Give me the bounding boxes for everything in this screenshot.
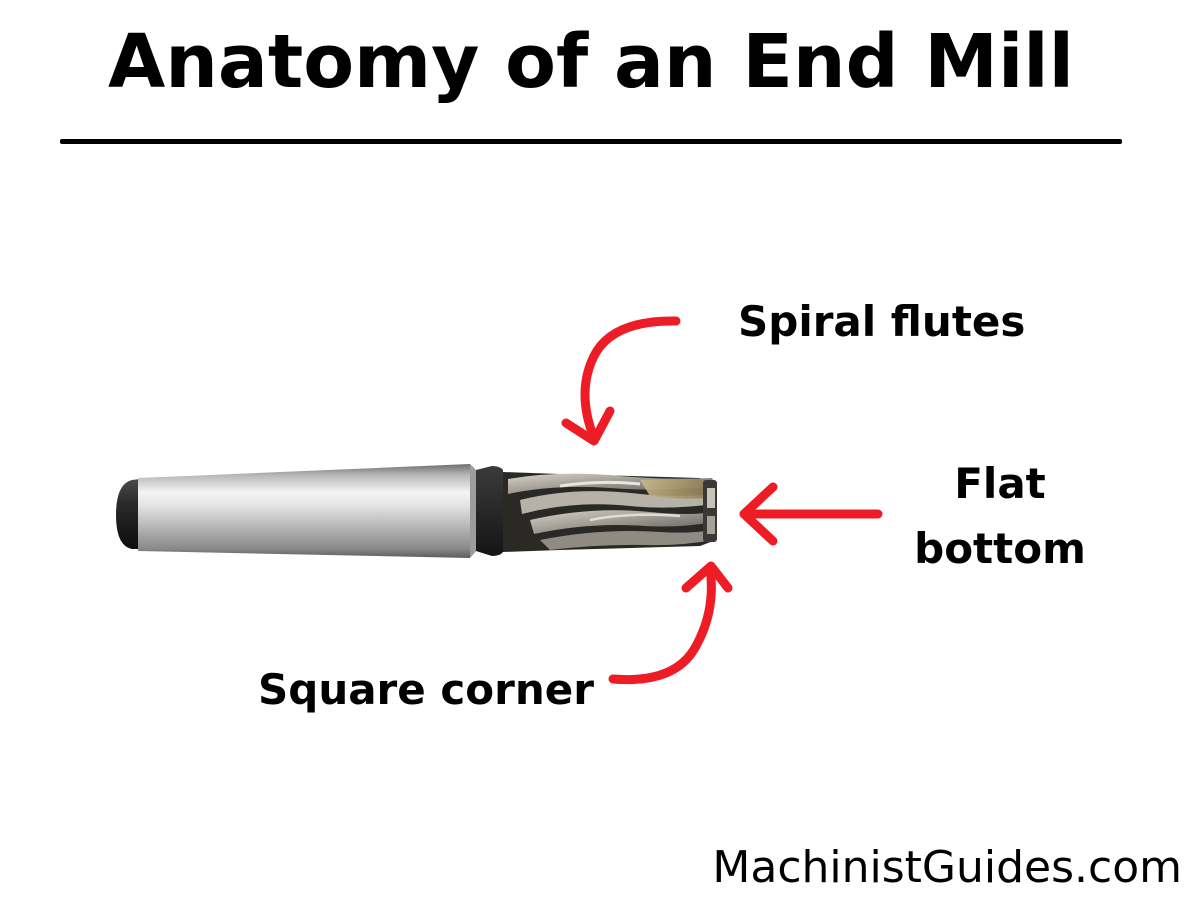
end-mill-image [116,464,717,558]
tapered-shank [138,464,476,558]
title-underline [60,139,1122,144]
shank-end-cap [116,479,140,549]
site-watermark: MachinistGuides.com [712,842,1182,893]
fluted-section [503,472,717,552]
flat-bottom-arrow [739,482,883,546]
square-corner-arrow [608,561,733,685]
tool-neck [476,466,503,556]
square-corner-label: Square corner [258,665,594,714]
spiral-flutes-label: Spiral flutes [738,297,1026,346]
diagram-title: Anatomy of an End Mill [107,19,1075,105]
spiral-flutes-arrow [561,316,681,446]
flat-bottom-label: Flat bottom [914,459,1086,574]
